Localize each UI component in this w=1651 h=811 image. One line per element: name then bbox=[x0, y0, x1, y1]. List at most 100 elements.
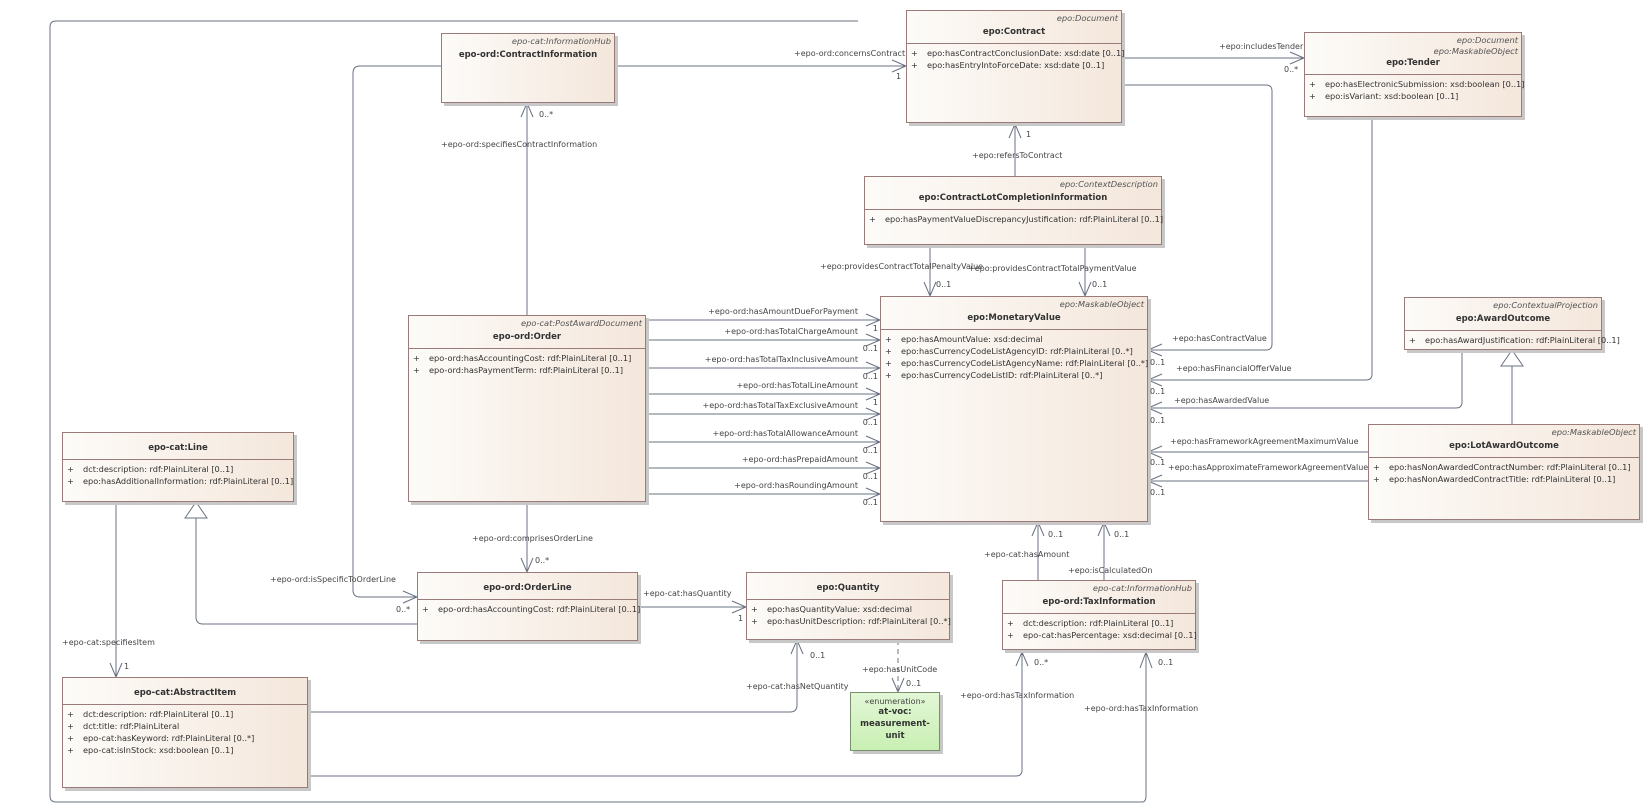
multiplicity-label: 0..1 bbox=[1150, 387, 1166, 396]
role-label: +epo-ord:concernsContract bbox=[794, 49, 906, 58]
multiplicity-label: 0..1 bbox=[810, 651, 826, 660]
attribute-list: +epo:hasAwardJustification: rdf:PlainLit… bbox=[1405, 330, 1620, 346]
arrowhead bbox=[1015, 650, 1029, 667]
attribute: +epo:hasQuantityValue: xsd:decimal bbox=[751, 604, 913, 614]
role-label: +epo:hasAwardedValue bbox=[1174, 396, 1270, 405]
class-name: epo:AwardOutcome bbox=[1455, 314, 1551, 324]
attribute: +epo:hasAdditionalInformation: rdf:Plain… bbox=[67, 476, 294, 486]
role-label: +epo-ord:hasAmountDueForPayment bbox=[708, 307, 858, 316]
arrowhead bbox=[1146, 445, 1163, 459]
class-contract-lot-completion-information[interactable]: epo:ContextDescription epo:ContractLotCo… bbox=[864, 176, 1163, 245]
class-abstract-item[interactable]: epo-cat:AbstractItem +dct:description: r… bbox=[62, 677, 308, 788]
multiplicity-label: 0..1 bbox=[1150, 416, 1166, 425]
multiplicity-label: 0..1 bbox=[862, 472, 878, 481]
class-quantity[interactable]: epo:Quantity +epo:hasQuantityValue: xsd:… bbox=[746, 572, 951, 640]
attribute: +epo-cat:hasKeyword: rdf:PlainLiteral [0… bbox=[67, 733, 255, 743]
stereotype: epo:Document bbox=[1456, 35, 1518, 45]
attribute: +epo:hasUnitDescription: rdf:PlainLitera… bbox=[751, 616, 951, 626]
arrowhead bbox=[1146, 343, 1163, 357]
attribute: +dct:description: rdf:PlainLiteral [0..1… bbox=[1007, 618, 1174, 628]
attribute: +epo:isVariant: xsd:boolean [0..1] bbox=[1309, 91, 1459, 101]
attribute: +epo:hasCurrencyCodeListAgencyID: rdf:Pl… bbox=[885, 346, 1133, 356]
arrowhead bbox=[1146, 401, 1163, 415]
class-lot-award-outcome[interactable]: epo:MaskableObject epo:LotAwardOutcome +… bbox=[1368, 424, 1640, 520]
connector-has-net-quantity bbox=[308, 640, 798, 713]
attribute-list: +epo:hasPaymentValueDiscrepancyJustifica… bbox=[865, 209, 1163, 225]
stereotype: epo:ContextDescription bbox=[1059, 179, 1158, 189]
attribute: +epo:hasNonAwardedContractTitle: rdf:Pla… bbox=[1373, 474, 1616, 484]
role-label: +epo-ord:hasTotalChargeAmount bbox=[724, 327, 858, 336]
class-contract-information[interactable]: epo-cat:InformationHub epo-ord:ContractI… bbox=[441, 33, 615, 103]
generalization-triangle bbox=[184, 501, 208, 519]
multiplicity-label: 1 bbox=[872, 324, 878, 333]
generalization-triangle bbox=[1500, 349, 1524, 367]
attribute: +epo:hasAwardJustification: rdf:PlainLit… bbox=[1409, 335, 1620, 345]
role-label: +epo-ord:hasTotalTaxInclusiveAmount bbox=[704, 355, 858, 364]
class-tender[interactable]: epo:Document epo:MaskableObject epo:Tend… bbox=[1304, 32, 1525, 117]
arrowhead bbox=[1146, 474, 1163, 488]
arrowhead bbox=[1146, 373, 1163, 387]
class-award-outcome[interactable]: epo:ContextualProjection epo:AwardOutcom… bbox=[1404, 297, 1620, 350]
attribute: +epo:hasNonAwardedContractNumber: rdf:Pl… bbox=[1373, 462, 1631, 472]
multiplicity-label: 0..* bbox=[1284, 65, 1299, 74]
role-label: +epo:includesTender bbox=[1219, 42, 1304, 51]
role-label: +epo-cat:hasAmount bbox=[984, 550, 1070, 559]
attribute: +epo-ord:hasPaymentTerm: rdf:PlainLitera… bbox=[413, 365, 624, 375]
class-name: epo-ord:TaxInformation bbox=[1042, 597, 1156, 607]
stereotype: epo:MaskableObject bbox=[1433, 46, 1518, 56]
multiplicity-label: 0..* bbox=[539, 110, 554, 119]
class-order-line[interactable]: epo-ord:OrderLine +epo-ord:hasAccounting… bbox=[417, 572, 640, 641]
role-label: +epo-cat:hasQuantity bbox=[643, 589, 732, 598]
enum-measurement-unit[interactable]: «enumeration» at-voc: measurement-unit bbox=[850, 692, 940, 751]
multiplicity-label: 1 bbox=[896, 72, 902, 81]
arrowhead bbox=[1097, 520, 1111, 537]
multiplicity-label: 0..* bbox=[1034, 658, 1049, 667]
class-name: epo-ord:OrderLine bbox=[483, 583, 572, 593]
connector-outer-loop bbox=[49, 20, 1147, 803]
multiplicity-label: 0..1 bbox=[1150, 358, 1166, 367]
attribute: +epo:hasElectronicSubmission: xsd:boolea… bbox=[1309, 79, 1525, 89]
role-label: +epo-ord:hasTaxInformation bbox=[960, 691, 1075, 700]
role-label: +epo-ord:hasRoundingAmount bbox=[734, 481, 858, 490]
role-label: +epo:refersToContract bbox=[972, 151, 1063, 160]
multiplicity-label: 0..1 bbox=[862, 372, 878, 381]
connector-has-tax-information-1 bbox=[308, 652, 1023, 777]
role-label: +epo:providesContractTotalPaymentValue bbox=[968, 264, 1137, 273]
stereotype: epo:MaskableObject bbox=[1551, 427, 1636, 437]
class-name: epo-cat:AbstractItem bbox=[133, 688, 237, 698]
role-label: +epo-ord:hasTotalAllowanceAmount bbox=[712, 429, 858, 438]
multiplicity-label: 0..1 bbox=[1150, 458, 1166, 467]
class-name: epo:Contract bbox=[982, 27, 1046, 37]
role-label: +epo-cat:hasNetQuantity bbox=[746, 682, 849, 691]
role-label: +epo-ord:comprisesOrderLine bbox=[472, 534, 593, 543]
attribute: +epo:hasCurrencyCodeListAgencyName: rdf:… bbox=[885, 358, 1149, 368]
role-label: +epo:hasUnitCode bbox=[862, 665, 938, 674]
multiplicity-label: 1 bbox=[872, 398, 878, 407]
role-label: +epo-cat:specifiesItem bbox=[62, 638, 155, 647]
role-label: +epo:hasContractValue bbox=[1172, 334, 1267, 343]
role-label: +epo-ord:hasTotalLineAmount bbox=[736, 381, 858, 390]
stereotype: «enumeration» bbox=[864, 697, 926, 706]
role-label: +epo:hasFinancialOfferValue bbox=[1176, 364, 1292, 373]
attribute: +epo-cat:isInStock: xsd:boolean [0..1] bbox=[67, 745, 234, 755]
class-monetary-value[interactable]: epo:MaskableObject epo:MonetaryValue +ep… bbox=[880, 296, 1148, 522]
enum-name-line2: measurement-unit bbox=[860, 719, 930, 741]
attribute: +dct:title: rdf:PlainLiteral bbox=[67, 721, 180, 731]
role-label: +epo-ord:isSpecificToOrderLine bbox=[270, 575, 396, 584]
class-order[interactable]: epo-cat:PostAwardDocument epo-ord:Order … bbox=[408, 315, 646, 502]
arrowhead bbox=[1031, 520, 1045, 537]
arrowhead bbox=[1008, 122, 1022, 139]
connector-has-contract-value bbox=[1122, 84, 1273, 351]
class-name: epo:LotAwardOutcome bbox=[1449, 441, 1559, 451]
attribute-list: +epo:hasQuantityValue: xsd:decimal +epo:… bbox=[747, 599, 951, 627]
class-contract[interactable]: epo:Document epo:Contract +epo:hasContra… bbox=[906, 10, 1124, 123]
multiplicity-label: 0..1 bbox=[862, 498, 878, 507]
attribute-list: +dct:description: rdf:PlainLiteral [0..1… bbox=[63, 704, 307, 756]
multiplicity-label: 0..1 bbox=[1150, 488, 1166, 497]
class-name: epo:ContractLotCompletionInformation bbox=[918, 193, 1108, 203]
class-line[interactable]: epo-cat:Line +dct:description: rdf:Plain… bbox=[62, 432, 294, 502]
attribute-list: +dct:description: rdf:PlainLiteral [0..1… bbox=[1003, 613, 1197, 641]
class-tax-information[interactable]: epo-cat:InformationHub epo-ord:TaxInform… bbox=[1002, 580, 1197, 650]
multiplicity-label: 0..1 bbox=[1092, 280, 1108, 289]
